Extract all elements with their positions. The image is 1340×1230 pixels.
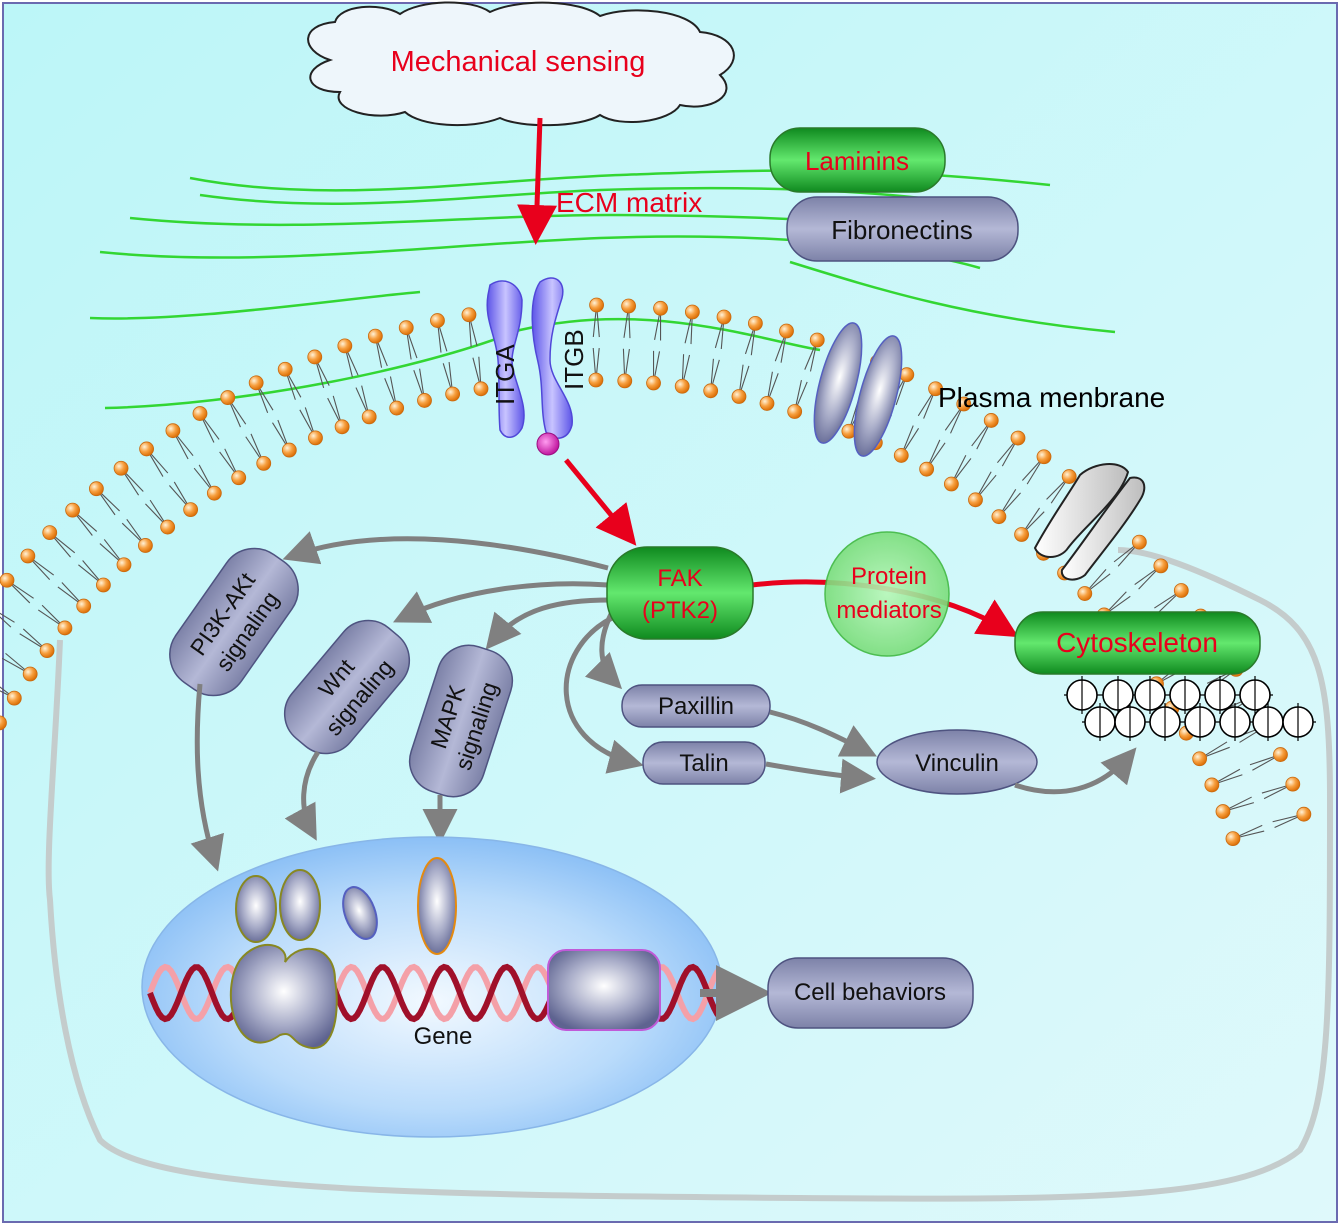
talin-label: Talin [679, 750, 728, 777]
mechanical-sensing-label: Mechanical sensing [391, 46, 646, 78]
integrin-binding-site [536, 432, 560, 456]
cytoskeleton-node: Cytoskeleton [1014, 611, 1261, 675]
adhesion-arrows [765, 709, 1137, 795]
cell-behaviors-node: Cell behaviors [767, 957, 974, 1029]
integrin-complex: ITGA ITGB [486, 277, 589, 456]
itga-protein [486, 280, 525, 438]
membrane-channel-proteins [813, 322, 903, 457]
ecm-matrix-label: ECM matrix [556, 187, 702, 218]
membrane-lipid-heads [0, 297, 1312, 847]
fak-label-1: FAK [657, 565, 702, 592]
laminins-label: Laminins [805, 146, 909, 176]
protein-mediators-node: Protein mediators [824, 531, 950, 657]
cell-behaviors-label: Cell behaviors [794, 979, 946, 1006]
promoter-protein [547, 949, 661, 1031]
wnt-signaling-node: Wnt signaling [283, 619, 411, 755]
rna-polymerase-complex [229, 944, 338, 1050]
mechanical-sensing-cloud: Mechanical sensing [307, 1, 735, 127]
signaling-to-nucleus-arrows [190, 683, 458, 872]
paxillin-node: Paxillin [621, 684, 771, 728]
protein-mediators-label-2: mediators [836, 597, 941, 624]
vinculin-label: Vinculin [915, 750, 999, 777]
cytoskeleton-label: Cytoskeleton [1056, 627, 1218, 658]
vinculin-node: Vinculin [876, 729, 1038, 795]
talin-node: Talin [642, 741, 766, 785]
laminins-node: Laminins [769, 127, 946, 193]
integrin-to-fak-arrow [564, 458, 637, 546]
plasma-membrane-label: Plasma menbrane [938, 382, 1165, 413]
fak-signaling-arrows [282, 531, 644, 774]
itgb-protein [531, 277, 573, 439]
transcription-factors [229, 857, 661, 1050]
fibronectins-node: Fibronectins [786, 196, 1019, 262]
protein-mediators-label-1: Protein [851, 563, 927, 590]
fibronectins-label: Fibronectins [831, 215, 973, 245]
fak-label-2: (PTK2) [642, 597, 718, 624]
paxillin-label: Paxillin [658, 693, 734, 720]
cloud-to-integrin-arrow [517, 117, 558, 245]
mapk-signaling-node: MAPK signaling [408, 644, 514, 798]
cell-outline [45, 547, 1334, 1202]
gene-label: Gene [414, 1023, 473, 1050]
membrane-transporter [1033, 463, 1146, 581]
itga-label: ITGA [490, 344, 520, 405]
actin-filament-mesh [1064, 676, 1316, 741]
fak-node: FAK (PTK2) [606, 546, 754, 640]
itgb-label: ITGB [559, 329, 589, 390]
